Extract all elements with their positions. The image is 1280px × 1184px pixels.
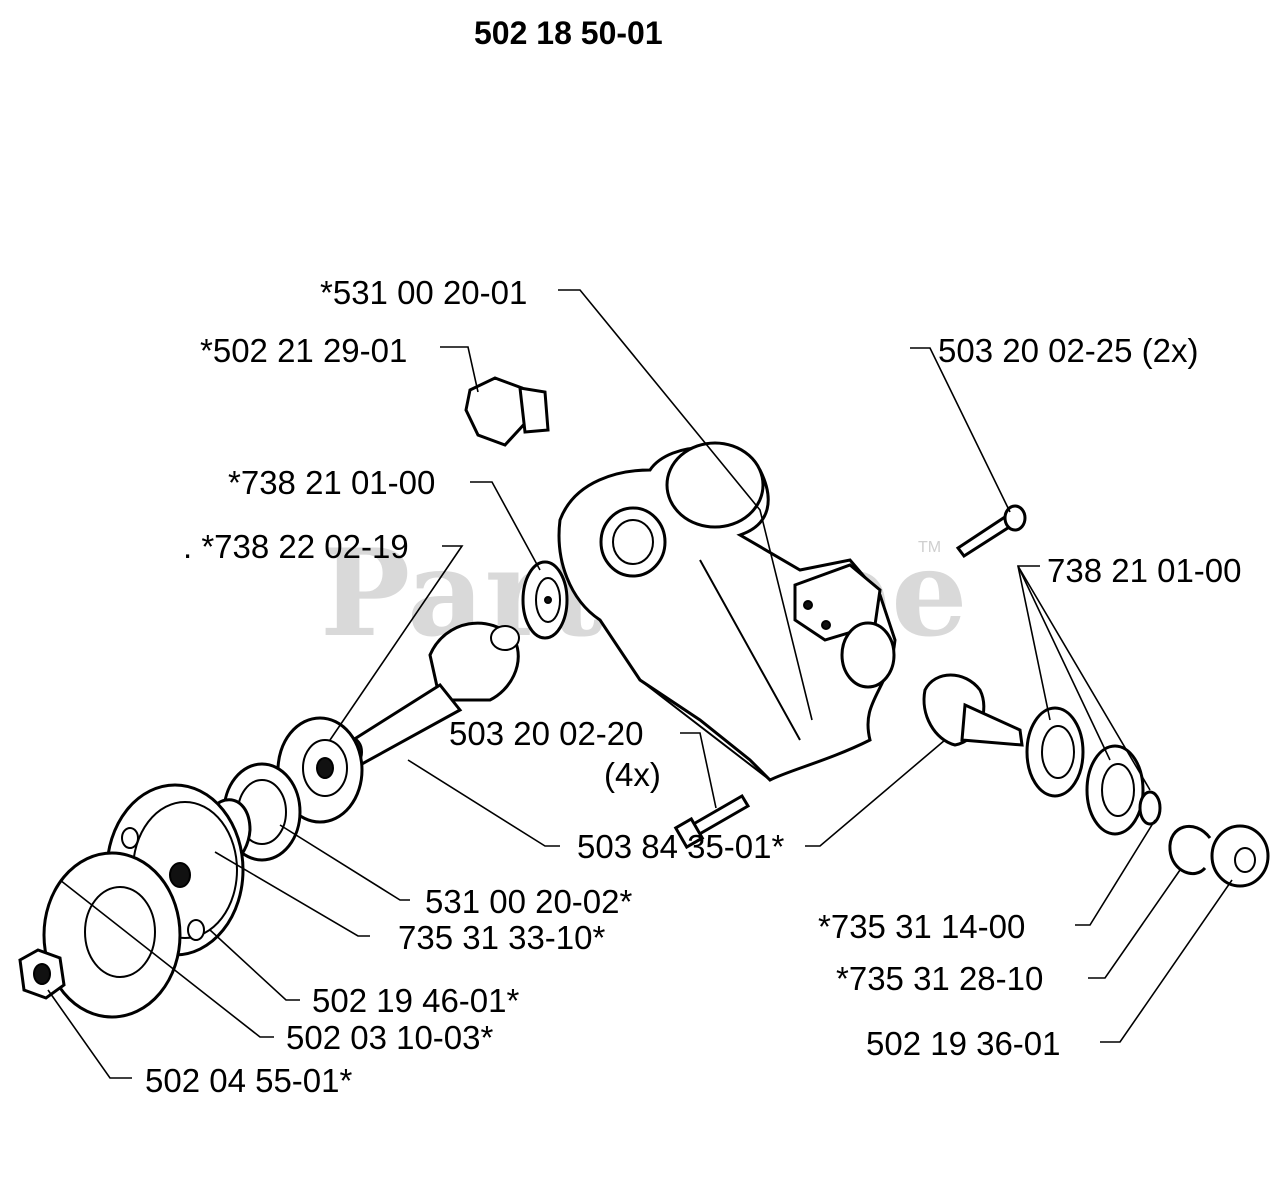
label-502-19-46-01: 502 19 46-01*: [312, 982, 520, 1019]
oil-plug: [464, 376, 550, 447]
label-738-21-01-00-star: *738 21 01-00: [228, 464, 435, 501]
label-503-20-02-20: 503 20 02-20: [449, 715, 644, 752]
label-735-31-14-00: *735 31 14-00: [818, 908, 1025, 945]
label-531-00-20-01: *531 00 20-01: [320, 274, 527, 311]
bevel-gear: [922, 673, 1024, 747]
label-738-21-01-00: 738 21 01-00: [1047, 552, 1242, 589]
bearing-right-1: [1025, 706, 1085, 798]
washer-right: [1210, 824, 1270, 888]
label-503-20-02-20-qty: (4x): [604, 756, 661, 793]
assembly-number: 502 18 50-01: [474, 15, 663, 51]
label-738-22-02-19: . *738 22 02-19: [183, 528, 409, 565]
label-531-00-20-02: 531 00 20-02*: [425, 883, 633, 920]
pinion-gear: [428, 621, 520, 702]
label-502-04-55-01: 502 04 55-01*: [145, 1062, 353, 1099]
bearing-top: [521, 560, 569, 640]
gear-housing: [557, 441, 897, 782]
part-labels: *531 00 20-01 *502 21 29-01 503 20 02-25…: [145, 274, 1242, 1099]
circlip-right: [1168, 825, 1212, 875]
watermark-tm: TM: [918, 539, 941, 556]
leader-lines: [47, 289, 1233, 1079]
label-503-20-02-25: 503 20 02-25 (2x): [938, 332, 1199, 369]
cup-washer: [42, 851, 182, 1019]
label-502-21-29-01: *502 21 29-01: [200, 332, 407, 369]
label-735-31-28-10: *735 31 28-10: [836, 960, 1043, 997]
label-735-31-33-10: 735 31 33-10*: [398, 919, 606, 956]
screw-bottom: [673, 793, 751, 850]
screw-right: [955, 504, 1027, 559]
label-503-84-35-01: 503 84 35-01*: [577, 828, 785, 865]
bearing-right-2: [1085, 744, 1162, 836]
label-502-03-10-03: 502 03 10-03*: [286, 1019, 494, 1056]
nut: [18, 948, 66, 1000]
label-502-19-36-01: 502 19 36-01: [866, 1025, 1061, 1062]
